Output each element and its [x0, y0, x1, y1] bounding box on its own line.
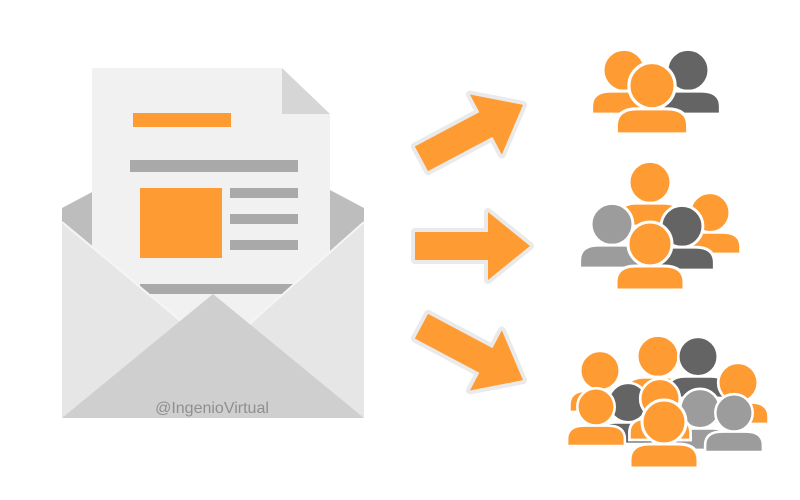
document-heading-bar [130, 160, 298, 172]
document-text-line [230, 214, 298, 224]
document-image-block [140, 188, 222, 258]
arrow-right-icon [405, 296, 538, 410]
watermark-text: @IngenioVirtual [155, 400, 269, 417]
document-text-line [230, 240, 298, 250]
people-group-icon [565, 333, 770, 470]
document-footer-bar [140, 284, 298, 294]
people-group-icon [590, 47, 722, 136]
arrow-right-icon [415, 212, 530, 280]
document-title-bar [133, 113, 231, 127]
document-text-line [230, 188, 298, 198]
open-envelope-icon: @IngenioVirtual [61, 68, 365, 418]
arrow-right-icon [405, 75, 538, 189]
envelope-flap [62, 294, 364, 418]
newsletter-document-icon [92, 68, 330, 370]
people-group-icon [578, 159, 742, 292]
